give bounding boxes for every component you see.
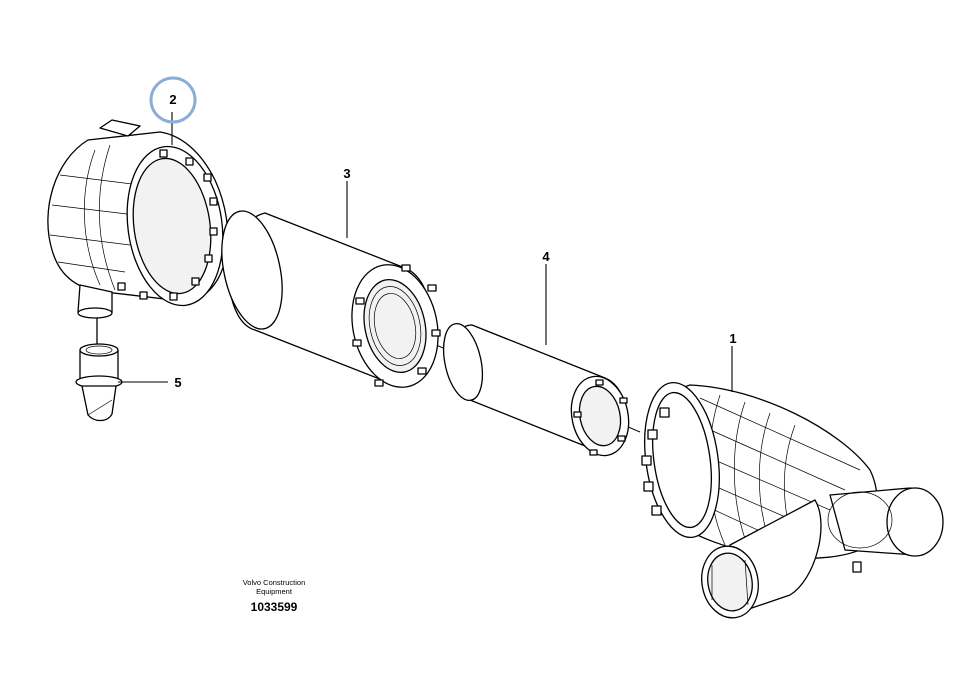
- callout-label-5[interactable]: 5: [174, 375, 181, 390]
- highlight-circle: [149, 76, 197, 124]
- part-4-safety-filter[interactable]: [437, 320, 635, 461]
- callout-label-3[interactable]: 3: [343, 166, 350, 181]
- drawing-footer: Volvo Construction Equipment 1033599: [243, 578, 306, 614]
- callout-2-highlight[interactable]: [149, 76, 197, 124]
- footer-company-line1: Volvo Construction: [243, 578, 306, 587]
- part-5-vacuator-valve[interactable]: [75, 318, 123, 422]
- part-3-primary-filter[interactable]: [212, 205, 449, 395]
- callout-label-1[interactable]: 1: [729, 331, 736, 346]
- part-2-cover-cap[interactable]: [47, 119, 233, 319]
- part-1-filter-housing[interactable]: [635, 378, 944, 623]
- leader-lines: [118, 112, 733, 392]
- drawing-number: 1033599: [251, 600, 298, 614]
- footer-company-line2: Equipment: [256, 587, 293, 596]
- callout-label-2[interactable]: 2: [169, 92, 176, 107]
- callout-label-4[interactable]: 4: [542, 249, 550, 264]
